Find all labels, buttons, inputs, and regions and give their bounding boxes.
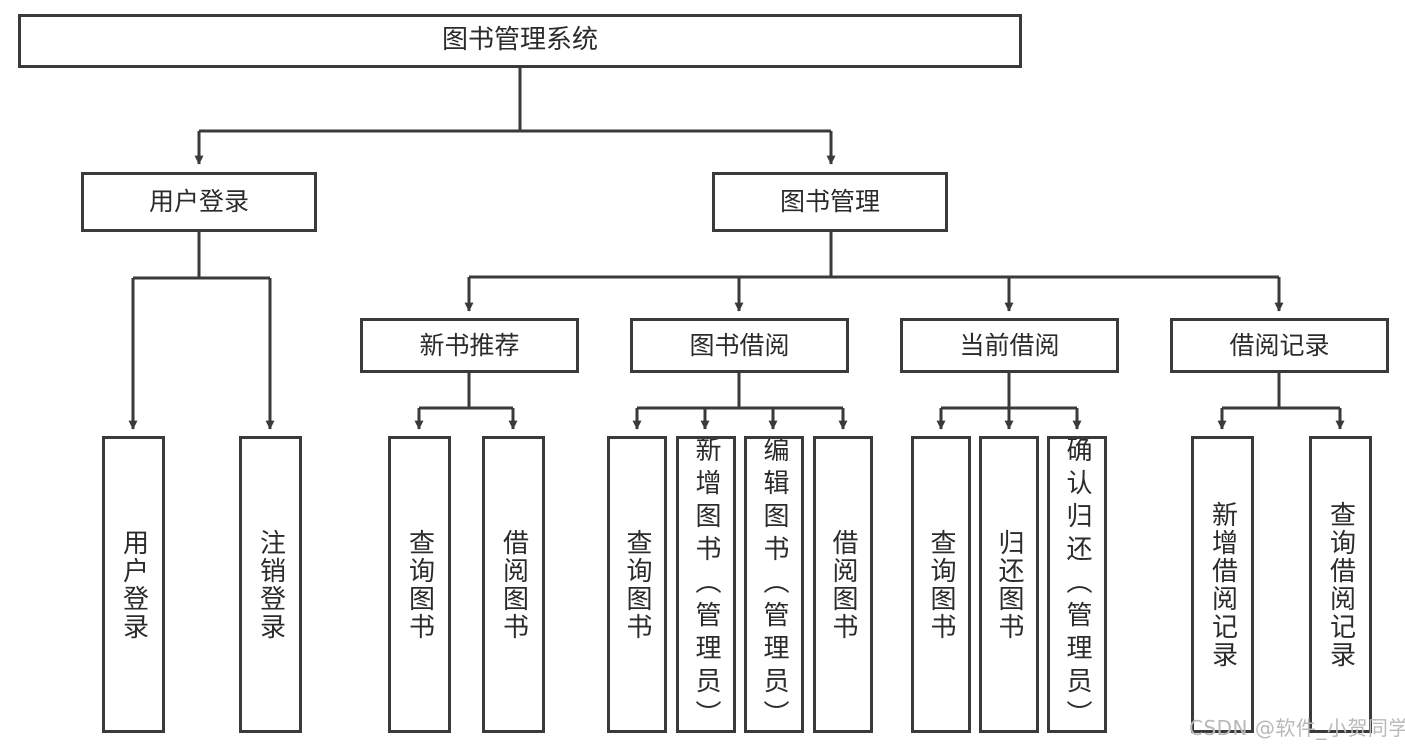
watermark-text: CSDN @软件_小贺同学: [1189, 716, 1405, 740]
node-label: 查询借阅记录: [1325, 500, 1356, 669]
node-label: 用户登录: [148, 187, 249, 216]
node-label: 新书推荐: [419, 330, 520, 360]
node-label: 图书管理: [779, 187, 880, 216]
node-label: 新增图书（管理员）: [691, 436, 721, 733]
node-label: 编辑图书（管理员）: [759, 436, 789, 733]
leaf-record-query-record[interactable]: 查询借阅记录: [1309, 436, 1372, 733]
node-label: 借阅记录: [1229, 330, 1330, 360]
leaf-current-query-book[interactable]: 查询图书: [911, 436, 971, 733]
node-label: 新增借阅记录: [1207, 500, 1238, 669]
node-user-login[interactable]: 用户登录: [81, 172, 317, 232]
leaf-record-add-record[interactable]: 新增借阅记录: [1191, 436, 1254, 733]
leaf-borrow-borrow-book[interactable]: 借阅图书: [813, 436, 873, 733]
node-book-borrow[interactable]: 图书借阅: [630, 318, 849, 373]
node-label: 确认归还（管理员）: [1062, 436, 1092, 733]
leaf-current-confirm-return-admin[interactable]: 确认归还（管理员）: [1047, 436, 1107, 733]
leaf-user-login-logout[interactable]: 注销登录: [239, 436, 302, 733]
leaf-borrow-query-book[interactable]: 查询图书: [607, 436, 667, 733]
node-new-book-recommend[interactable]: 新书推荐: [360, 318, 579, 373]
leaf-borrow-add-book-admin[interactable]: 新增图书（管理员）: [676, 436, 736, 733]
node-label: 查询图书: [926, 528, 956, 641]
node-label: 图书管理系统: [441, 25, 598, 56]
node-label: 当前借阅: [959, 330, 1060, 360]
node-book-management[interactable]: 图书管理: [712, 172, 948, 232]
node-root-system[interactable]: 图书管理系统: [18, 14, 1022, 68]
node-label: 图书借阅: [689, 330, 790, 360]
leaf-new-book-query[interactable]: 查询图书: [388, 436, 451, 733]
leaf-user-login-login[interactable]: 用户登录: [102, 436, 165, 733]
node-borrow-record[interactable]: 借阅记录: [1170, 318, 1389, 373]
node-label: 借阅图书: [498, 528, 529, 641]
node-label: 借阅图书: [828, 528, 858, 641]
node-label: 查询图书: [622, 528, 652, 641]
node-current-borrow[interactable]: 当前借阅: [900, 318, 1119, 373]
leaf-borrow-edit-book-admin[interactable]: 编辑图书（管理员）: [744, 436, 804, 733]
node-label: 注销登录: [255, 528, 286, 641]
node-label: 归还图书: [994, 528, 1024, 641]
node-label: 查询图书: [404, 528, 435, 641]
node-label: 用户登录: [118, 528, 149, 641]
leaf-current-return-book[interactable]: 归还图书: [979, 436, 1039, 733]
leaf-new-book-borrow[interactable]: 借阅图书: [482, 436, 545, 733]
